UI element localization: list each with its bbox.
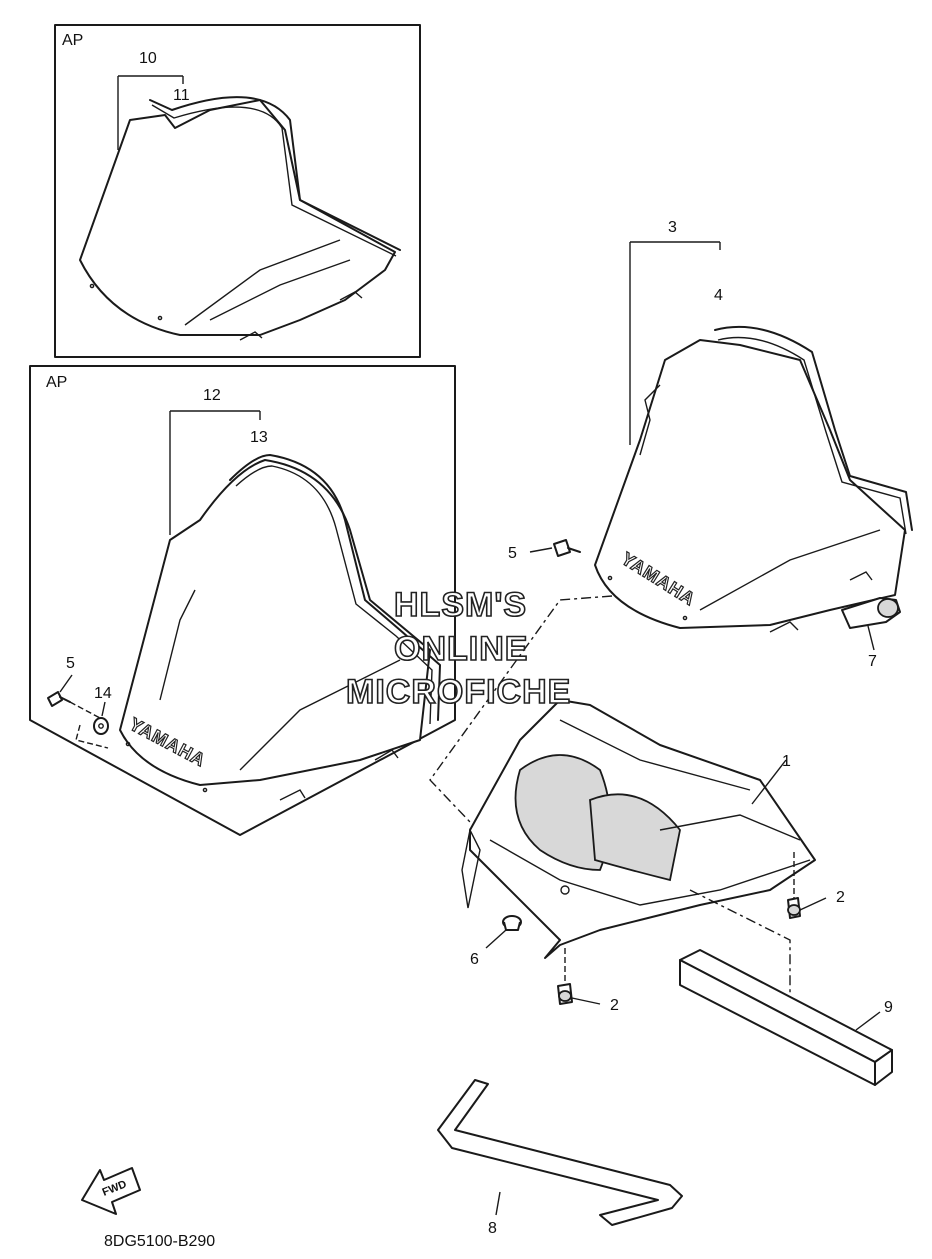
cowling-1 (429, 595, 816, 1005)
callout-5-left: 5 (66, 655, 75, 672)
callout-8: 8 (488, 1220, 497, 1237)
clip-7 (841, 597, 901, 629)
foam-block-9 (679, 949, 893, 1086)
drawing-code: 8DG5100-B290 (104, 1233, 215, 1250)
watermark: HLSM'S ONLINE MICROFICHE (345, 585, 571, 712)
callout-5-right: 5 (508, 545, 517, 562)
watermark-line-2: ONLINE (394, 630, 528, 668)
watermark-line-3: MICROFICHE (346, 673, 571, 711)
watermark-line-1: HLSM'S (394, 586, 527, 624)
screw-5-left (47, 691, 71, 707)
fwd-arrow-icon: FWD (81, 1167, 141, 1215)
callout-1: 1 (782, 753, 791, 770)
panel-label-bottom: AP (46, 374, 67, 391)
fastener-2-right (787, 852, 827, 919)
windshield-assembly-3: YAMAHA (529, 241, 913, 651)
callout-14: 14 (94, 685, 112, 702)
fastener-2-lower (557, 948, 601, 1005)
screw-5-right (553, 539, 581, 557)
callout-6: 6 (470, 951, 479, 968)
ap-panel-bottom: AP YAMAHA (29, 365, 456, 836)
panel-label-top: AP (62, 32, 83, 49)
seal-8 (437, 1079, 683, 1226)
callout-13: 13 (250, 429, 268, 446)
callout-2-right: 2 (836, 889, 845, 906)
callout-9: 9 (884, 999, 893, 1016)
grommet-6 (485, 915, 522, 949)
callouts: 1 2 2 3 4 5 5 6 7 8 9 10 11 12 13 14 (66, 50, 893, 1237)
callout-3: 3 (668, 219, 677, 236)
callout-7: 7 (868, 653, 877, 670)
callout-4: 4 (714, 287, 723, 304)
callout-11: 11 (173, 87, 190, 104)
callout-2-lower: 2 (610, 997, 619, 1014)
callout-12: 12 (203, 387, 221, 404)
washer-14 (93, 717, 109, 735)
ap-panel-top: AP (54, 24, 421, 358)
callout-10: 10 (139, 50, 157, 67)
